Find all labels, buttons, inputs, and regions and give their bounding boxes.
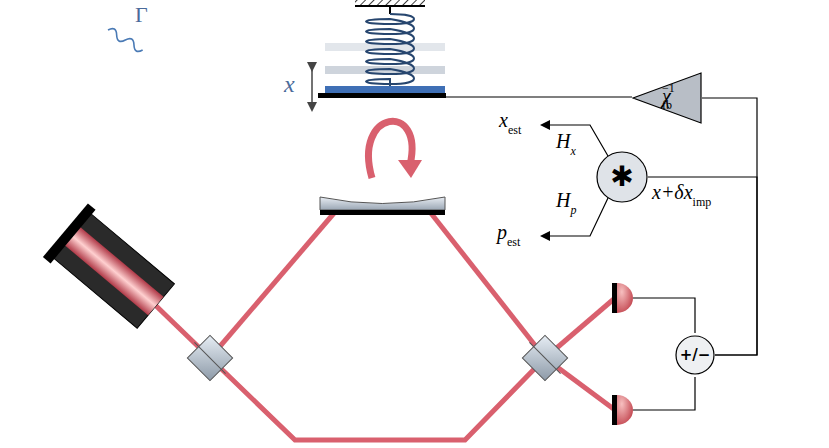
detector-base [612,395,617,425]
photodetector [617,395,633,425]
estimate-arrow [542,125,608,156]
amplifier-triangle: χfb−1 [632,72,702,124]
convolution-symbol: ✱ [610,163,633,191]
estimate-label: p [497,222,507,242]
subscript: imp [693,196,712,208]
splitter-plane [529,342,560,373]
laser-beams [150,212,615,440]
oscillator-plate [325,86,445,93]
detector-base [612,283,617,313]
oscillator-mirror [318,93,446,98]
beam-splitter [522,335,567,380]
splitter-plane [194,342,225,373]
bath-wave [106,27,145,54]
wire [633,377,695,410]
displacement-label: x [284,72,295,96]
curved-mirror [320,197,445,210]
estimate-label: x [499,110,508,130]
signal-wire [648,177,757,355]
mirror-backing [320,210,445,215]
decay-rate: Γ [135,4,148,26]
spring-coil [366,14,414,86]
gain-subscript: fb [662,99,672,111]
laser [43,203,178,332]
gain-superscript: −1 [662,82,675,94]
subtractor-circle: +/− [675,335,715,375]
signal-wire [702,98,757,355]
filter-label: H [556,131,570,151]
spring-hook [389,6,391,14]
difference-symbol: +/− [680,348,711,363]
beam-splitter [187,335,232,380]
subscript: est [508,124,521,136]
wire [633,298,695,333]
subscript: p [570,204,576,216]
photodetector [617,283,633,313]
estimate-arrow [542,198,608,236]
estimator-circle: ✱ [596,151,648,203]
feedback-wire [446,96,632,97]
radiation-arrowhead [398,160,422,178]
signal-label: x+δx [652,182,693,202]
ceiling-hatch [355,0,425,6]
subscript: x [570,145,575,157]
subscript: est [507,236,520,248]
filter-label: H [556,190,570,210]
displacement-arrow [311,68,313,108]
